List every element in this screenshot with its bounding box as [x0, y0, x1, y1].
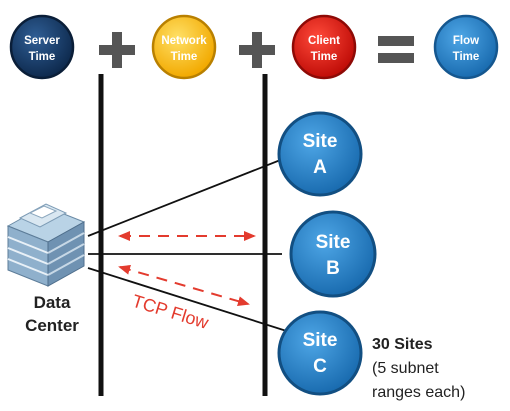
flow-time-line2: Time — [453, 51, 480, 63]
sites-count-note-line2: (5 subnet — [372, 360, 439, 377]
site-a-label-line1: Site — [303, 131, 338, 152]
plus-icon — [239, 32, 275, 68]
server-time-line1: Server — [24, 35, 60, 47]
network-time-circle: Network Time — [151, 14, 217, 80]
site-a-label-line2: A — [313, 157, 327, 178]
site-b-label-line1: Site — [316, 232, 351, 253]
server-time-line2: Time — [29, 51, 56, 63]
sites-count-note-line1: 30 Sites — [372, 336, 433, 353]
site-c-label-line2: C — [313, 356, 327, 377]
client-time-line1: Client — [308, 35, 340, 47]
site-b-label-line2: B — [326, 258, 340, 279]
client-time-circle: Client Time — [291, 14, 357, 80]
data-center-label-line1: Data — [34, 293, 71, 312]
site-c-circle: Site C — [277, 310, 363, 396]
server-time-circle: Server Time — [9, 14, 75, 80]
sites-count-note-line3: ranges each) — [372, 384, 465, 401]
flow-time-circle: Flow Time — [433, 14, 499, 80]
client-time-line2: Time — [311, 51, 338, 63]
plus-icon — [99, 32, 135, 68]
network-time-line2: Time — [171, 51, 198, 63]
site-b-circle: Site B — [289, 210, 377, 298]
flow-time-line1: Flow — [453, 35, 479, 47]
equals-icon — [378, 36, 414, 63]
connection-line-site-a — [87, 154, 294, 237]
data-center-label-line2: Center — [25, 316, 79, 335]
network-time-line1: Network — [161, 35, 207, 47]
tcp-flow-label: TCP Flow — [130, 291, 212, 333]
site-a-circle: Site A — [277, 111, 363, 197]
data-center-building-icon — [6, 203, 86, 287]
tcp-flow-arrow-diagonal — [118, 264, 250, 307]
site-c-label-line1: Site — [303, 330, 338, 351]
